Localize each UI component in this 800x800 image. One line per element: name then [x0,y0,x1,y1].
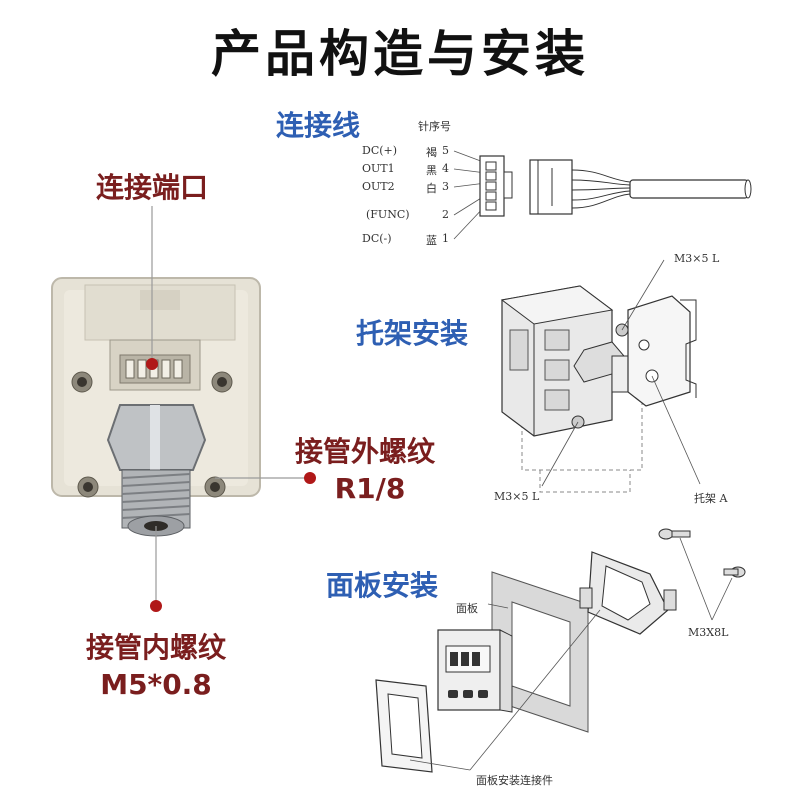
bracket-a-label: 托架 A [694,492,728,505]
panel-connector-label: 面板安装连接件 [476,774,553,787]
screw-bottom-label: M3×5 L [494,490,540,503]
pin-signal-3: OUT2 [362,180,395,193]
pin-signal-1: DC(+) [362,144,398,157]
pin-color-1: 褐 [426,146,437,159]
pin-signal-5: DC(-) [362,232,392,245]
pin-num-5: 1 [442,232,449,245]
pin-signal-2: OUT1 [362,162,395,175]
outer-thread-value: R1/8 [334,472,406,505]
pin-signal-4: (FUNC) [366,208,410,221]
pin-num-1: 5 [442,144,449,157]
section-bracket-title: 托架安装 [356,317,469,350]
pin-color-3: 白 [426,182,437,195]
port-callout: 连接端口 [95,171,208,204]
outer-thread-label: 接管外螺纹 [294,435,435,468]
section-panel-title: 面板安装 [326,569,439,602]
section-wire-title: 连接线 [276,109,361,142]
panel-label: 面板 [456,602,478,615]
inner-thread-label: 接管内螺纹 [85,631,226,664]
pin-number-header: 针序号 [418,120,451,133]
inner-thread-value: M5*0.8 [100,668,212,701]
pin-num-2: 4 [442,162,449,175]
panel-screws-label: M3X8L [688,626,729,639]
page-title: 产品构造与安装 [211,25,589,83]
pin-color-5: 蓝 [426,234,437,247]
pin-num-4: 2 [442,208,449,221]
screw-top-label: M3×5 L [674,252,720,265]
pin-num-3: 3 [442,180,449,193]
pin-color-2: 黑 [426,164,437,177]
